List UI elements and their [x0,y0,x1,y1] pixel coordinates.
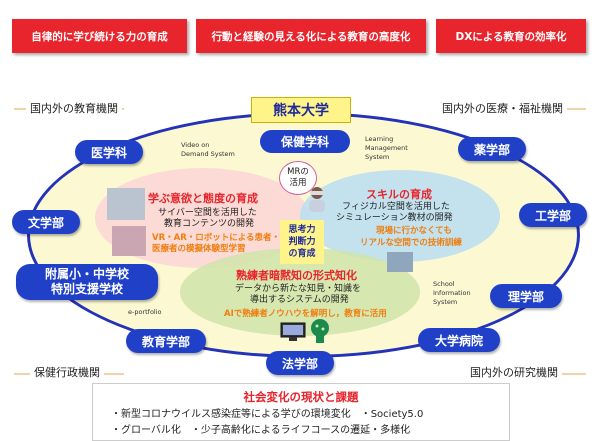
dept-education-pill[interactable]: 教育学部 [126,329,206,353]
dept-science-pill[interactable]: 理学部 [490,284,562,308]
eportfolio-label: e-portfolio [128,308,162,316]
dept-law-pill[interactable]: 法学部 [266,351,334,375]
robot-photo-image [112,226,146,256]
label-domestic-intl-medical-welfare: 国内外の医療・福祉機関 [438,100,567,116]
skills-line2: シミュレーション教材の開発 [336,213,453,223]
dept-attached-schools-pill[interactable]: 附属小・中学校 特別支援学校 [16,264,158,300]
core-line1: 思考力 [288,225,316,235]
tacit-line1: データから新たな知見・知識を [235,284,362,294]
vod-line2: Demand System [181,150,235,158]
dept-letters-pill[interactable]: 文学部 [12,210,80,234]
attached-line2: 特別支援学校 [50,282,123,296]
lms-line1: Learning [365,135,394,143]
tacit-note: AIで熟練者ノウハウを解明し，教育に活用 [224,309,387,319]
motivation-note1: VR・AR・ロボットによる患者・ [152,233,280,243]
skills-note2: リアルな空間での技術訓練 [360,238,462,248]
kumamoto-university-label: 熊本大学 [251,97,351,123]
lms-label: Learning Management System [365,135,408,162]
blob-skills [300,170,500,262]
motivation-note2: 医療者の模擬体験型学習 [152,244,246,254]
vod-label: Video on Demand System [181,141,235,159]
dept-medicine-pill[interactable]: 医学科 [75,140,143,164]
social-change-line2: ・グローバル化 ・少子高齢化によるライフコースの遷延・多様化 [111,425,411,436]
dept-hospital-pill[interactable]: 大学病院 [418,328,500,352]
vod-line1: Video on [181,141,210,149]
core-line2: 判断力 [288,237,316,247]
sis-line1: School [433,280,455,288]
sis-line2: Information [433,289,471,297]
skills-title: スキルの育成 [366,188,432,201]
lms-line2: Management [365,144,408,152]
label-domestic-intl-research: 国内外の研究機関 [466,364,562,380]
banner-dx: DXによる教育の効率化 [436,19,586,53]
motivation-line1: サイバー空間を活用した [158,208,257,218]
vr-headset-user-icon [309,187,325,212]
social-change-panel: 社会変化の現状と課題 ・新型コロナウイルス感染症等による学びの環境変化 ・Soc… [92,383,510,441]
sis-label: School Information System [433,280,471,307]
ai-brain-icon [311,319,329,343]
dept-engineering-pill[interactable]: 工学部 [519,203,587,227]
attached-line1: 附属小・中学校 [44,267,129,281]
computer-icon [280,322,306,341]
sis-line3: System [433,298,458,306]
health-sciences-pill[interactable]: 保健学科 [260,130,350,153]
core-line3: の育成 [288,249,316,259]
banner-autonomous-learning: 自律的に学び続ける力の育成 [12,19,187,53]
motivation-line2: 教育コンテンツの開発 [164,219,255,229]
motivation-title: 学ぶ意欲と態度の育成 [148,192,258,205]
simulation-photo-image [387,252,413,272]
core-thinking-judgment: 思考力 判断力 の育成 [280,220,324,264]
dept-pharmacy-pill[interactable]: 薬学部 [458,137,526,161]
tacit-title: 熟練者暗黙知の形式知化 [236,269,357,282]
tacit-line2: 導出するシステムの開発 [250,295,349,305]
vr-photo-image [107,188,145,220]
lms-line3: System [365,153,390,161]
banner-visualization: 行動と経験の見える化による教育の高度化 [196,19,426,53]
mr-line2: 活用 [289,178,307,188]
mr-line1: MRの [287,167,309,177]
skills-note1: 現場に行かなくても [376,226,452,236]
social-change-line1: ・新型コロナウイルス感染症等による学びの環境変化 ・Society5.0 [111,409,424,420]
skills-line1: フィジカル空間を活用した [342,202,450,212]
label-domestic-intl-education: 国内外の教育機関 [26,100,122,116]
label-health-administration: 保健行政機関 [30,364,104,380]
mr-usage-bubble: MRの 活用 [279,161,317,195]
social-change-title: 社会変化の現状と課題 [243,390,359,404]
